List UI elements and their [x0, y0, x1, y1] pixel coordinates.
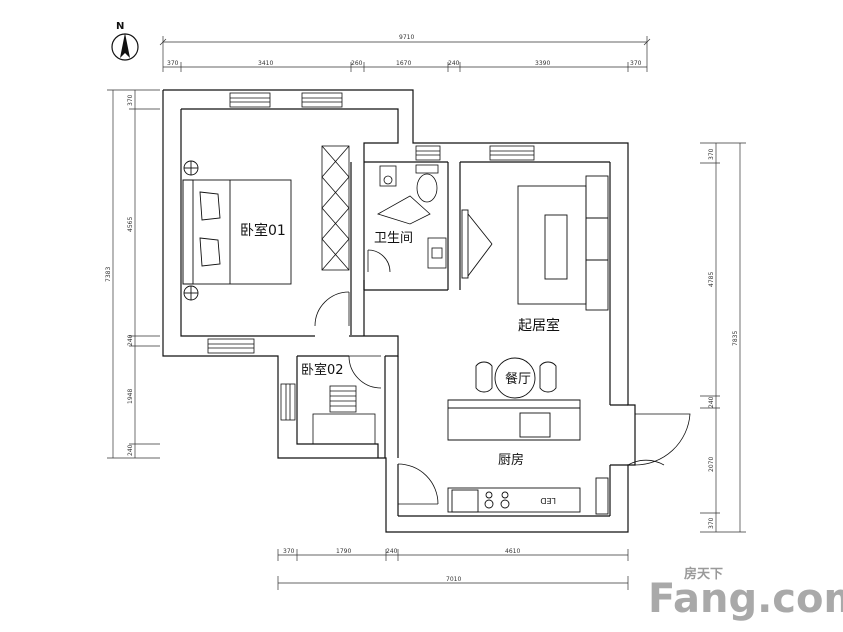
left-overall-dim: 7383	[105, 267, 112, 282]
room-label-kitchen: 厨房	[498, 452, 524, 468]
bottom-dim-4: 4610	[505, 548, 520, 555]
watermark-logo: 房天下 Fang.com	[648, 566, 843, 622]
room-label-dining: 餐厅	[505, 371, 531, 387]
top-dim-6: 3390	[535, 60, 550, 67]
bottom-dim-3: 240	[386, 548, 398, 555]
top-overall-dim: 9710	[399, 34, 414, 41]
top-dim-2: 3410	[258, 60, 273, 67]
left-dim-3: 240	[127, 334, 134, 346]
kitchen-counter	[447, 399, 609, 515]
room-label-living: 起居室	[518, 317, 560, 334]
north-label: N	[116, 21, 124, 32]
bottom-dim-1: 370	[283, 548, 295, 555]
north-arrow: N	[111, 21, 139, 61]
bottom-dim-2: 1790	[336, 548, 351, 555]
windows	[207, 92, 535, 421]
bottom-dimensions	[277, 549, 629, 590]
left-dim-4: 1948	[127, 389, 134, 404]
left-dim-5: 240	[127, 444, 134, 456]
dining-table	[475, 357, 557, 399]
right-overall-dim: 7835	[732, 331, 739, 346]
left-dim-2: 4565	[127, 217, 134, 232]
doors	[314, 291, 691, 505]
double-bed	[182, 160, 292, 301]
led-label: LED	[540, 496, 556, 505]
room-label-bedroom02: 卧室02	[301, 362, 344, 378]
left-dim-1: 370	[127, 94, 134, 106]
top-dim-5: 240	[448, 60, 460, 67]
right-dimensions	[700, 142, 746, 533]
walls	[162, 89, 636, 533]
sofa-and-tv	[461, 175, 609, 311]
top-dimensions	[159, 36, 651, 72]
top-dim-1: 370	[167, 60, 179, 67]
top-dim-3: 260	[351, 60, 363, 67]
bottom-overall-dim: 7010	[446, 576, 461, 583]
watermark-small-text: 房天下	[684, 566, 723, 582]
right-dim-3: 240	[708, 396, 715, 408]
right-dim-5: 370	[708, 517, 715, 529]
right-dim-2: 4785	[708, 272, 715, 287]
watermark-big-text: Fang.com	[648, 576, 843, 622]
bathroom-fixtures	[367, 164, 447, 273]
room-label-bedroom01: 卧室01	[240, 222, 286, 239]
top-dim-4: 1670	[396, 60, 411, 67]
right-dim-1: 370	[708, 148, 715, 160]
wardrobe	[321, 145, 350, 271]
bedroom02-furniture	[312, 385, 376, 445]
room-label-bathroom: 卫生间	[374, 231, 413, 246]
top-dim-7: 370	[630, 60, 642, 67]
right-dim-4: 2070	[708, 457, 715, 472]
left-dimensions	[107, 89, 160, 459]
